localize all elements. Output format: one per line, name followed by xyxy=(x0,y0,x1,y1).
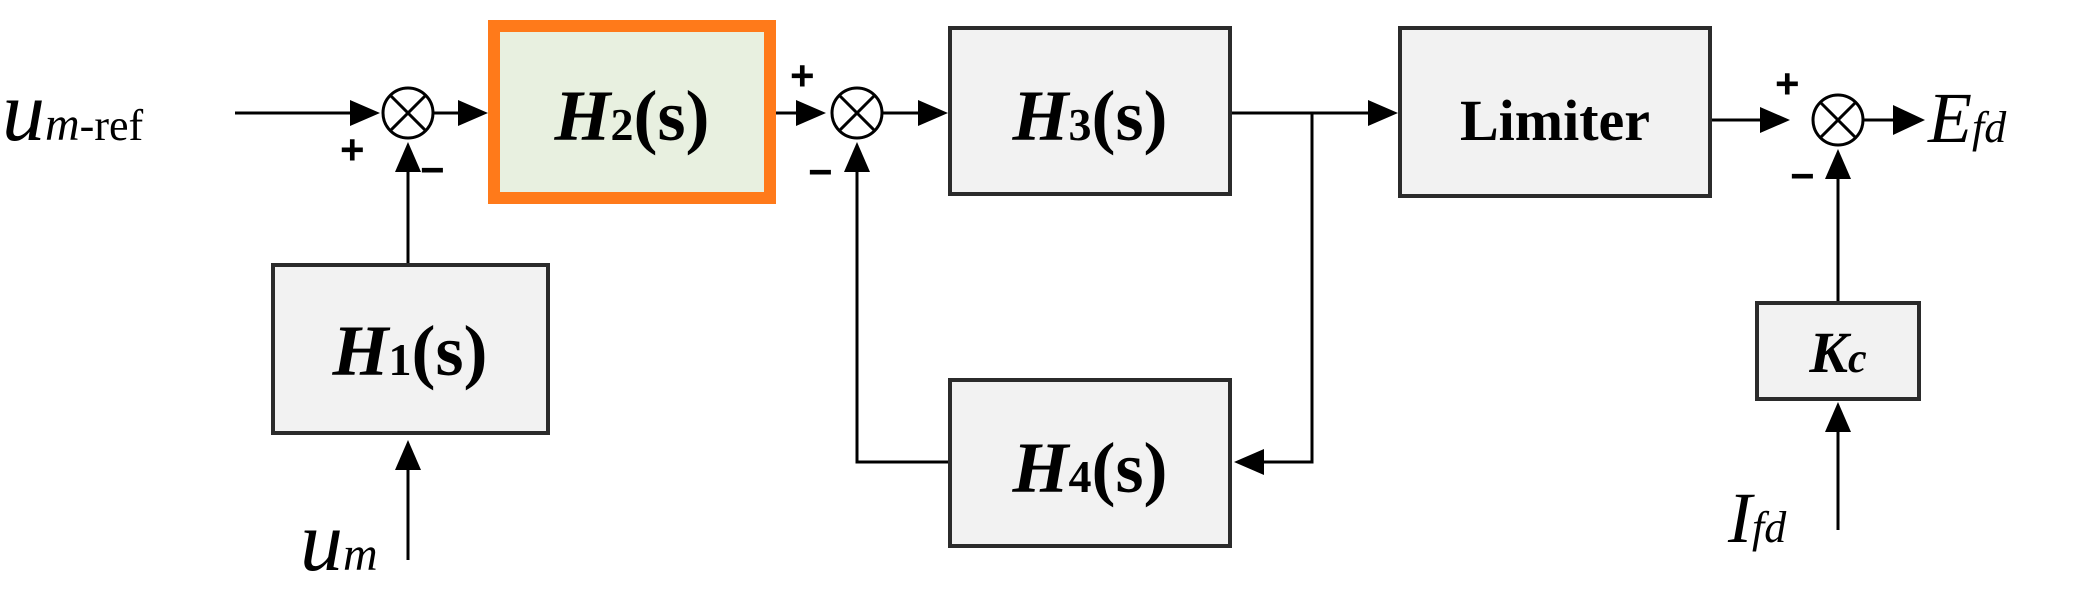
arrowhead-limiter-input xyxy=(1368,100,1398,126)
summing-junction-2 xyxy=(830,86,884,140)
signal-efd: Efd xyxy=(1927,78,2007,158)
h2-letter: H xyxy=(554,76,613,156)
h3-letter: H xyxy=(1012,76,1071,156)
block-h3: H3(s) xyxy=(948,26,1232,196)
svg-text:H2(s): H2(s) xyxy=(554,76,710,156)
arrowhead-efd-output xyxy=(1893,105,1925,135)
block-h4: H4(s) xyxy=(948,378,1232,548)
svg-text:H3(s): H3(s) xyxy=(1012,76,1168,156)
summing-junction-3 xyxy=(1811,93,1865,147)
svg-text:H4(s): H4(s) xyxy=(1012,428,1168,508)
h3-argument: (s) xyxy=(1092,76,1168,156)
wire-feedback-tap-to-h4 xyxy=(1262,113,1314,464)
h1-argument: (s) xyxy=(412,311,488,391)
h2-argument: (s) xyxy=(634,76,710,156)
sum1-plus-sign: + xyxy=(340,126,365,173)
arrowhead-sum2-input xyxy=(796,100,826,126)
h3-subscript: 3 xyxy=(1069,99,1092,150)
um-sub: m xyxy=(343,528,378,581)
h1-letter: H xyxy=(332,311,391,391)
sum3-minus-sign: − xyxy=(1790,152,1815,199)
um-ref-main: u xyxy=(2,63,45,159)
ifd-sub: fd xyxy=(1752,503,1787,552)
signal-um: um xyxy=(300,493,378,589)
block-limiter: Limiter xyxy=(1398,26,1712,198)
arrowhead-sum3-feedback xyxy=(1825,149,1851,179)
efd-sub: fd xyxy=(1972,103,2007,152)
wire-h4-to-sum2 xyxy=(855,150,948,464)
sum2-plus-sign: + xyxy=(790,52,815,99)
arrowhead-sum1-input xyxy=(350,100,380,126)
block-h1: H1(s) xyxy=(271,263,550,435)
h1-subscript: 1 xyxy=(389,334,412,385)
arrowhead-sum3-input xyxy=(1760,107,1790,133)
arrowhead-kc-input xyxy=(1825,402,1851,432)
svg-text:H1(s): H1(s) xyxy=(332,311,488,391)
h4-letter: H xyxy=(1012,428,1071,508)
summing-junction-1 xyxy=(381,86,435,140)
h2-subscript: 2 xyxy=(611,99,634,150)
kc-letter: K xyxy=(1808,320,1851,385)
limiter-label: Limiter xyxy=(1460,88,1650,153)
signal-um-ref: um-ref xyxy=(2,63,144,159)
h4-argument: (s) xyxy=(1092,428,1168,508)
sum3-plus-sign: + xyxy=(1775,60,1800,107)
arrowhead-h1-input xyxy=(395,440,421,470)
um-ref-sub: m xyxy=(45,98,80,151)
arrowheads xyxy=(350,100,1925,475)
ifd-main: I xyxy=(1727,478,1755,558)
signal-ifd: Ifd xyxy=(1727,478,1787,558)
kc-subscript: c xyxy=(1848,336,1867,382)
efd-main: E xyxy=(1927,78,1972,158)
arrowhead-sum1-feedback xyxy=(395,142,421,172)
block-kc: Kc xyxy=(1755,301,1921,401)
arrowhead-sum2-feedback xyxy=(844,142,870,172)
um-ref-suffix: -ref xyxy=(80,101,144,150)
h4-subscript: 4 xyxy=(1069,451,1092,502)
svg-text:Kc: Kc xyxy=(1808,320,1867,385)
arrowhead-h4-input xyxy=(1234,449,1264,475)
arrowhead-h3-input xyxy=(918,100,948,126)
sum2-minus-sign: − xyxy=(808,148,833,195)
arrowhead-h2-input xyxy=(458,100,488,126)
um-main: u xyxy=(300,493,343,589)
sum1-minus-sign: − xyxy=(420,146,445,193)
block-h2-highlighted: H2(s) xyxy=(488,20,776,204)
